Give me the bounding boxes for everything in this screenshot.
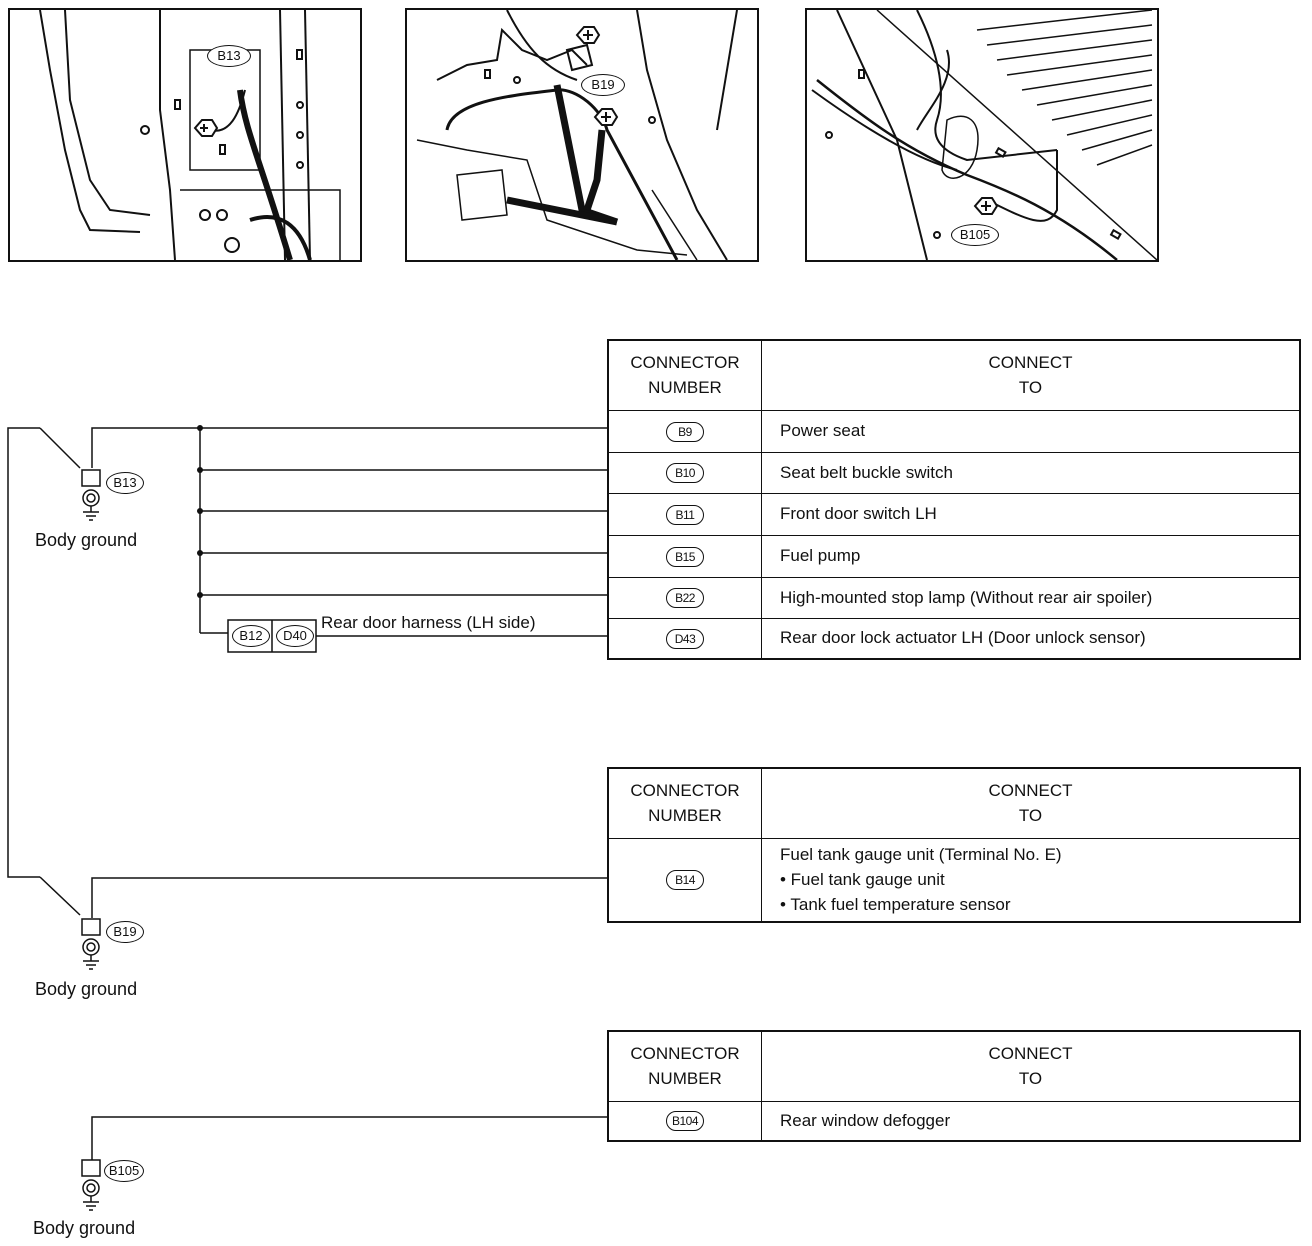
header-connector-number: CONNECTOR NUMBER bbox=[607, 1030, 762, 1102]
table-header: CONNECTOR NUMBER CONNECT TO bbox=[607, 1030, 1301, 1102]
connect-to-cell: Power seat bbox=[761, 409, 1301, 453]
connector-table-2: CONNECTOR NUMBER CONNECT TO B14 Fuel tan… bbox=[607, 767, 1301, 923]
header-connector-number: CONNECTOR NUMBER bbox=[607, 767, 762, 839]
table-header: CONNECTOR NUMBER CONNECT TO bbox=[607, 339, 1301, 411]
body-ground-label-b105: Body ground bbox=[33, 1218, 136, 1238]
illustration-b19 bbox=[416, 10, 738, 260]
table-row: D43 Rear door lock actuator LH (Door unl… bbox=[607, 617, 1301, 660]
connector-badge: B14 bbox=[666, 870, 704, 891]
connect-to-cell: Rear door lock actuator LH (Door unlock … bbox=[761, 617, 1301, 660]
harness-label: Rear door harness (LH side) bbox=[321, 613, 536, 632]
connector-table-3: CONNECTOR NUMBER CONNECT TO B104 Rear wi… bbox=[607, 1030, 1301, 1142]
ground-symbol-b105 bbox=[81, 1159, 101, 1211]
photo-label-b13: B13 bbox=[207, 45, 251, 67]
photo-panel-b13: B13 bbox=[8, 8, 362, 262]
connect-to-cell: Rear window defogger bbox=[761, 1100, 1301, 1142]
table-row: B15 Fuel pump bbox=[607, 534, 1301, 578]
header-connect-to: CONNECT TO bbox=[761, 767, 1301, 839]
header-connector-number: CONNECTOR NUMBER bbox=[607, 339, 762, 411]
connect-to-cell: High-mounted stop lamp (Without rear air… bbox=[761, 576, 1301, 619]
connector-badge: B11 bbox=[666, 504, 704, 525]
table-header: CONNECTOR NUMBER CONNECT TO bbox=[607, 767, 1301, 839]
ground-connector-b105: B105 bbox=[104, 1160, 144, 1182]
connector-badge: B22 bbox=[666, 588, 704, 608]
table-row: B9 Power seat bbox=[607, 409, 1301, 453]
illustration-b105 bbox=[811, 10, 1157, 260]
header-connect-to: CONNECT TO bbox=[761, 1030, 1301, 1102]
harness-connector-b12: B12 bbox=[232, 625, 270, 647]
ground-symbol-b13 bbox=[81, 469, 101, 521]
harness-connector-d40: D40 bbox=[276, 625, 314, 647]
connector-badge: B9 bbox=[666, 421, 704, 442]
connect-to-cell: Seat belt buckle switch bbox=[761, 451, 1301, 494]
ground-symbol-b19 bbox=[81, 918, 101, 970]
ground-connector-b19: B19 bbox=[106, 921, 144, 943]
photo-panel-b19: B19 bbox=[405, 8, 759, 262]
photo-label-b105: B105 bbox=[951, 224, 999, 246]
photo-label-b19: B19 bbox=[581, 74, 625, 96]
connect-to-cell: Fuel pump bbox=[761, 534, 1301, 578]
connect-to-main: Fuel tank gauge unit (Terminal No. E) bbox=[780, 845, 1062, 865]
table-row: B22 High-mounted stop lamp (Without rear… bbox=[607, 576, 1301, 619]
ground-connector-b13: B13 bbox=[106, 472, 144, 494]
table-row: B104 Rear window defogger bbox=[607, 1100, 1301, 1142]
photo-panel-b105: B105 bbox=[805, 8, 1159, 262]
table-row: B14 Fuel tank gauge unit (Terminal No. E… bbox=[607, 837, 1301, 923]
connector-badge: D43 bbox=[666, 628, 704, 649]
connector-badge: B15 bbox=[666, 546, 704, 567]
connector-badge: B104 bbox=[665, 1111, 705, 1132]
connector-table-1: CONNECTOR NUMBER CONNECT TO B9 Power sea… bbox=[607, 339, 1301, 660]
connect-to-cell: Fuel tank gauge unit (Terminal No. E) • … bbox=[761, 837, 1301, 923]
header-connect-to: CONNECT TO bbox=[761, 339, 1301, 411]
illustration-b13 bbox=[39, 10, 341, 260]
table-row: B10 Seat belt buckle switch bbox=[607, 451, 1301, 494]
connect-to-cell: Front door switch LH bbox=[761, 492, 1301, 536]
body-ground-label-b19: Body ground bbox=[35, 979, 138, 999]
connect-to-sub-item: • Tank fuel temperature sensor bbox=[780, 895, 1011, 915]
connect-to-sub-item: • Fuel tank gauge unit bbox=[780, 870, 945, 890]
connector-badge: B10 bbox=[666, 463, 704, 483]
table-row: B11 Front door switch LH bbox=[607, 492, 1301, 536]
body-ground-label-b13: Body ground bbox=[35, 530, 138, 550]
